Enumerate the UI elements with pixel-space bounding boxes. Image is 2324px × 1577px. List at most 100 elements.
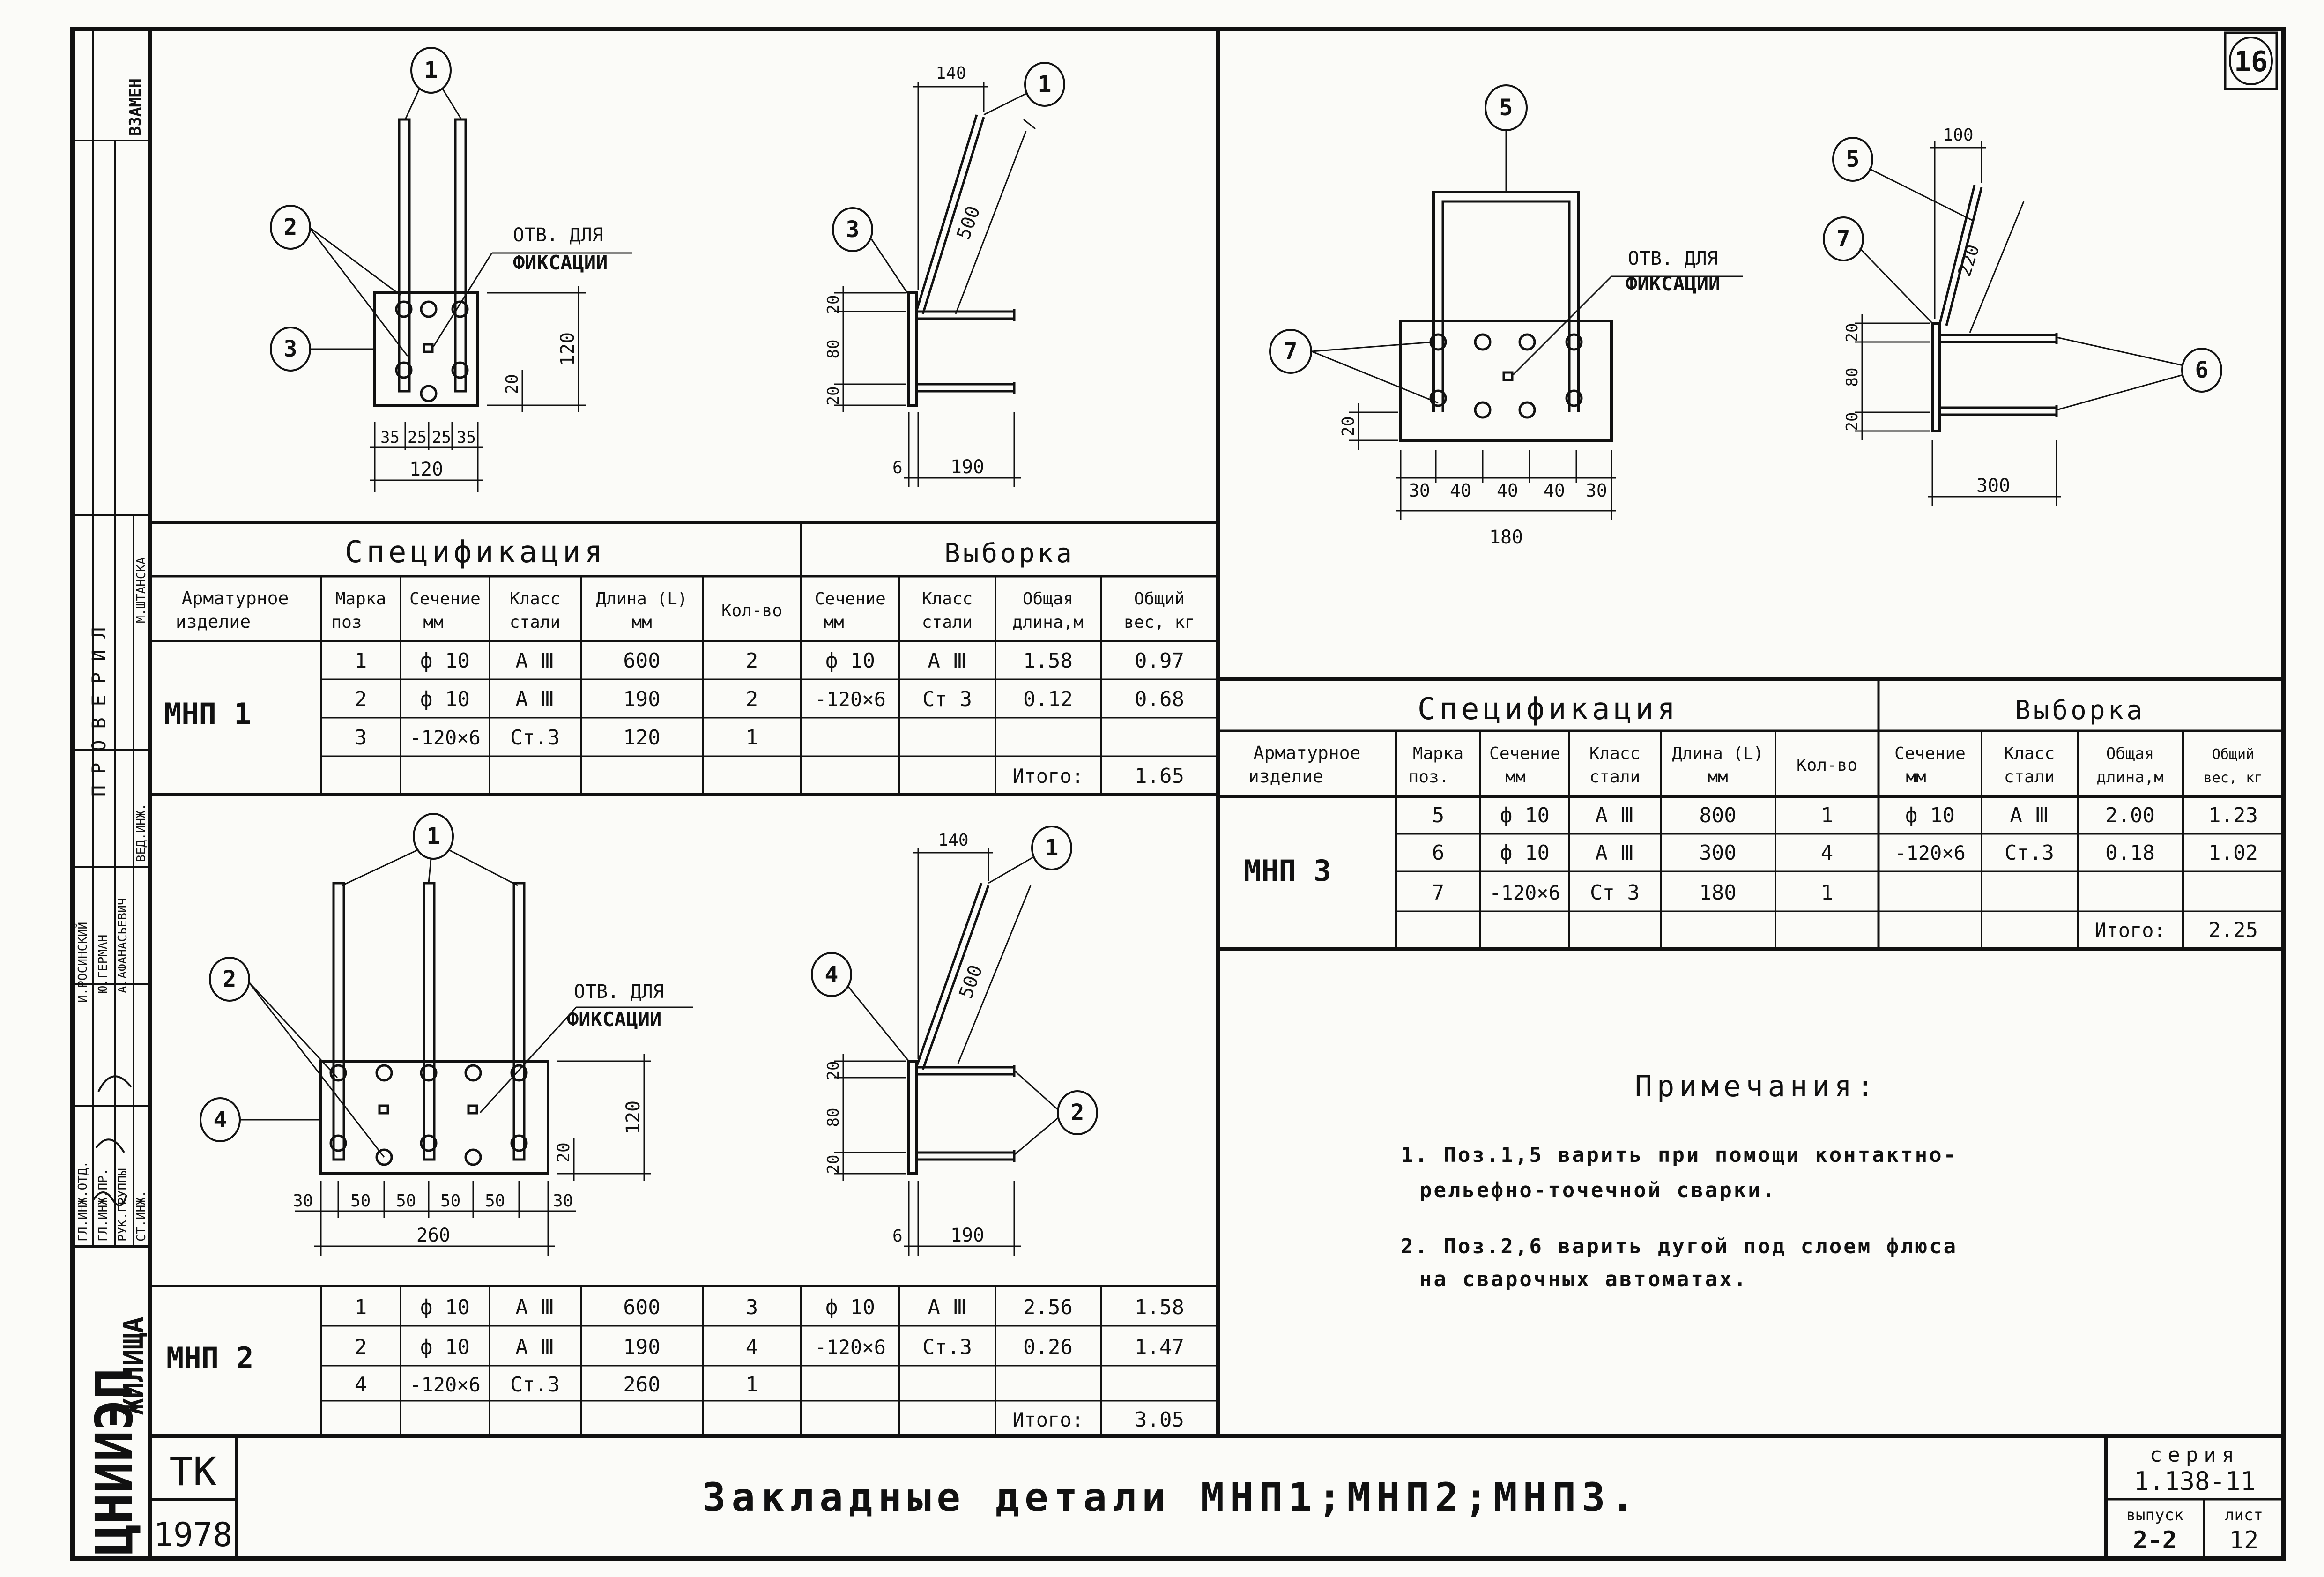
mnp1-r1-c2: А Ⅲ <box>515 687 554 711</box>
stamp-name-3: А.АФАНАСЬЕВИЧ <box>116 898 130 994</box>
mnp3-r3-c7: Итого: <box>2094 919 2166 942</box>
mnp1-r3-c7: Итого: <box>1012 765 1084 788</box>
mnp1-side-20a: 20 <box>824 295 843 314</box>
mnp3-r0-c3: 800 <box>1699 803 1736 827</box>
lh-4b: мм <box>631 613 652 632</box>
callout-1-d: 1 <box>1045 835 1059 861</box>
callout-1-b: 1 <box>1038 71 1052 97</box>
mnp2-side-labels: 140 500 20 80 20 6 190 <box>824 831 987 1246</box>
mnp1-r1-c3: 190 <box>623 687 660 711</box>
stamp-org: ЦНИИЭП <box>84 1368 144 1555</box>
sheet-value: 12 <box>2229 1526 2259 1555</box>
mnp3-callouts <box>1269 84 2222 411</box>
mnp2-side-top: 140 <box>938 831 968 850</box>
mnp2-r1-c7: 0.26 <box>1023 1335 1073 1359</box>
notes-block: Примечания: 1. Поз.1,5 варить при помощи… <box>1401 1069 1956 1291</box>
mnp2-hole-note-2: ФИКСАЦИИ <box>567 1008 661 1031</box>
series-label: серия <box>2150 1443 2240 1467</box>
mnp2-r1-c2: А Ⅲ <box>515 1335 554 1359</box>
callout-3-a: 3 <box>284 336 297 362</box>
lh-8b: длина,м <box>1012 613 1084 632</box>
mnp1-r1-c1: ф 10 <box>420 687 470 711</box>
mnp1-callout-numbers: 1 2 3 3 1 <box>284 57 1052 362</box>
rh-2a: Сечение <box>1489 744 1560 763</box>
mnp1-dim-height: 120 <box>557 332 579 366</box>
title-year: 1978 <box>154 1516 233 1554</box>
callout-5-b: 5 <box>1846 146 1860 172</box>
mnp2-dim-seg-1: 30 <box>293 1191 313 1211</box>
rh-0a: Арматурное <box>1254 743 1361 763</box>
mnp3-r1-c0: 6 <box>1432 841 1445 865</box>
mnp3-r0-c2: А Ⅲ <box>1595 803 1634 827</box>
mnp1-r2-c4: 1 <box>746 726 758 750</box>
stamp-role-1: ГЛ.ИНЖ.ОТД. <box>76 1161 90 1242</box>
mnp2-r1-c8: 1.47 <box>1135 1335 1184 1359</box>
mnp1-front-view <box>370 118 632 492</box>
mnp2-r0-c8: 1.58 <box>1135 1295 1184 1319</box>
mnp1-side-t: 6 <box>892 458 903 477</box>
callout-4-b: 4 <box>825 961 839 988</box>
stamp-checked: П Р О В Е Р И Л <box>89 627 110 796</box>
left-table-grid <box>150 521 1218 796</box>
sheet-number-box: 16 <box>2224 31 2278 90</box>
lh-7b: стали <box>922 613 973 632</box>
mnp3-r3-c8: 2.25 <box>2208 918 2258 942</box>
mnp2-r0-c0: 1 <box>355 1295 367 1319</box>
mnp1-dim-seg-1: 35 <box>380 428 400 447</box>
callout-6-a: 6 <box>2195 357 2209 383</box>
lh-4a: Длина (L) <box>596 589 687 609</box>
lh-3a: Класс <box>510 589 560 609</box>
right-table-grid <box>1218 677 2284 951</box>
mnp2-dim-height: 120 <box>623 1101 644 1134</box>
mnp1-side-20b: 20 <box>824 387 843 406</box>
mnp1-r0-c7: 1.58 <box>1023 649 1073 673</box>
mnp2-r0-c3: 600 <box>623 1295 660 1319</box>
mnp3-r0-c1: ф 10 <box>1500 803 1550 827</box>
mnp2-dim-total: 260 <box>416 1225 450 1246</box>
mnp2-r0-c7: 2.56 <box>1023 1295 1073 1319</box>
mnp2-r0-c4: 3 <box>746 1295 758 1319</box>
rh-3a: Класс <box>1589 744 1640 763</box>
lh-0a: Арматурное <box>182 588 289 609</box>
mnp1-side-len: 500 <box>953 203 985 243</box>
mnp3-r2-c4: 1 <box>1821 881 1834 905</box>
mnp1-name: МНП 1 <box>164 697 252 731</box>
mnp2-name: МНП 2 <box>166 1341 254 1375</box>
mnp1-dim-seg-4: 35 <box>457 428 476 447</box>
mnp1-hole-note-1: ОТВ. ДЛЯ <box>513 224 603 246</box>
mnp1-r2-c3: 120 <box>623 726 660 750</box>
mnp2-r1-c0: 2 <box>355 1335 367 1359</box>
side-stamp-text: ВЗАМЕН П Р О В Е Р И Л ГЛ.ИНЖ.ОТД. ГЛ.ИН… <box>75 78 149 1555</box>
mnp3-r2-c3: 180 <box>1699 881 1736 905</box>
mnp3-side-labels: 100 220 20 80 20 300 <box>1843 126 2010 497</box>
mnp1-r1-c6: Ст 3 <box>922 687 972 711</box>
mnp2-front-labels: ОТВ. ДЛЯ ФИКСАЦИИ 30 50 50 50 50 30 260 … <box>293 981 664 1246</box>
mnp2-r0-c5: ф 10 <box>825 1295 875 1319</box>
mnp1-r0-c3: 600 <box>623 649 660 673</box>
mnp3-r0-c4: 1 <box>1821 803 1834 827</box>
mnp2-r2-c0: 4 <box>355 1373 367 1397</box>
rh-1a: Марка <box>1413 744 1463 763</box>
mnp3-r1-c1: ф 10 <box>1500 841 1550 865</box>
mnp3-r2-c1: -120×6 <box>1489 881 1560 904</box>
mnp2-r2-c3: 260 <box>623 1373 660 1397</box>
lh-2a: Сечение <box>409 589 481 609</box>
issue-label: выпуск <box>2126 1506 2184 1525</box>
mnp3-front-labels: ОТВ. ДЛЯ ФИКСАЦИИ 30 40 40 40 30 180 20 <box>1339 248 1720 548</box>
title-block-text: ТК 1978 Закладные детали МНП1;МНП2;МНП3.… <box>154 1443 2263 1555</box>
rh-6b: мм <box>1906 767 1926 787</box>
rh-5a: Кол-во <box>1797 756 1857 775</box>
lh-9b: вес, кг <box>1124 613 1195 632</box>
mnp1-front-labels: ОТВ. ДЛЯ ФИКСАЦИИ 35 25 25 35 120 120 20 <box>380 224 608 480</box>
mnp2-side-base: 190 <box>950 1225 984 1246</box>
mnp3-hole-note-2: ФИКСАЦИИ <box>1626 272 1720 295</box>
mnp3-side-base: 300 <box>1976 475 2010 497</box>
mnp3-dim-seg-4: 40 <box>1544 480 1565 501</box>
mnp1-r0-c0: 1 <box>355 649 367 673</box>
title-code: ТК <box>169 1449 217 1495</box>
rh-2b: мм <box>1505 767 1525 787</box>
mnp1-r1-c8: 0.68 <box>1135 687 1184 711</box>
mnp3-dim-seg-3: 40 <box>1497 480 1518 501</box>
left-table-titles: Спецификация Выборка <box>345 535 1072 570</box>
